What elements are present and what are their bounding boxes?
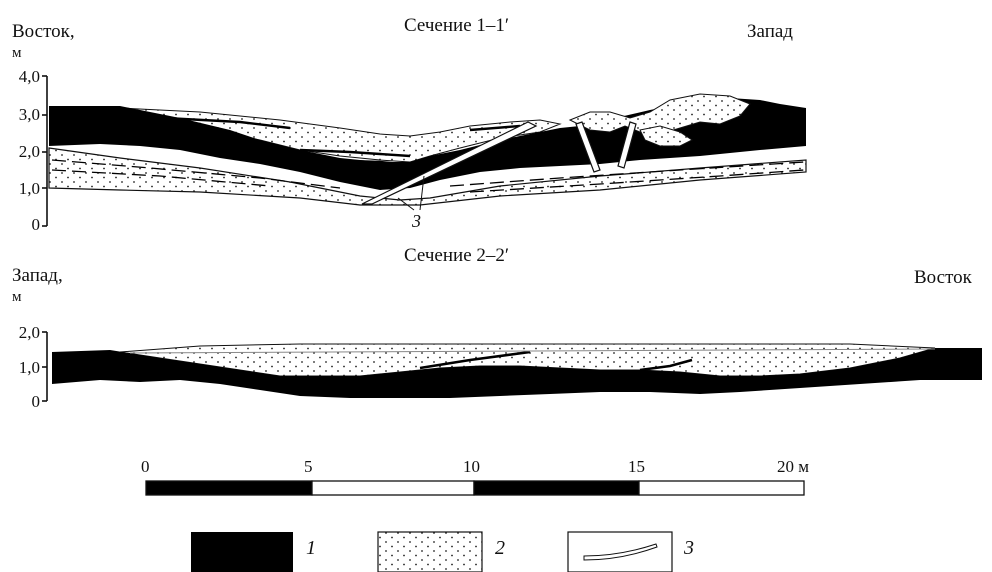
legend-swatch-sand (378, 532, 482, 572)
scalebar (146, 481, 804, 495)
legend-swatch-pipe (568, 532, 672, 572)
section2-cross-section (52, 344, 982, 398)
legend (191, 532, 672, 572)
section2-y-axis (42, 332, 47, 401)
section1-cross-section (49, 94, 806, 210)
legend-swatch-black (191, 532, 293, 572)
section1-y-axis (42, 76, 47, 226)
